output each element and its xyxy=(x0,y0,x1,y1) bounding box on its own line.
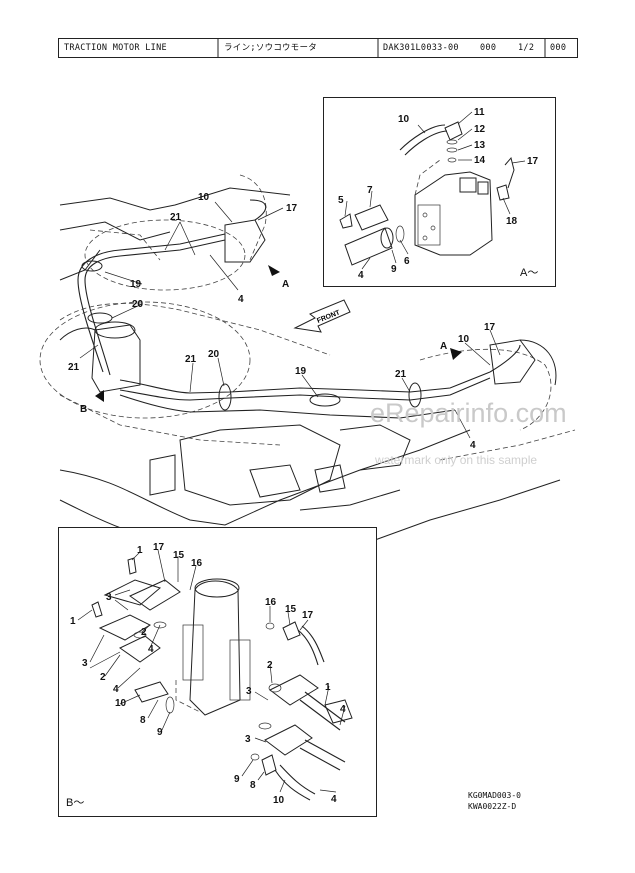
view-a-arrow-right-icon xyxy=(450,348,462,360)
inset-b-label: 3 xyxy=(245,734,251,745)
inset-b-label: 8 xyxy=(140,715,146,726)
revision: 000 xyxy=(480,43,497,53)
main-label: 21 xyxy=(185,354,197,365)
drawing-code: KG0MAD003-0 xyxy=(468,791,521,800)
view-b-label: B xyxy=(80,404,87,415)
main-label: 10 xyxy=(198,192,210,203)
inset-b-label: 1 xyxy=(137,545,143,556)
drawing-title-jp: ライン;ソウコウモータ xyxy=(224,43,318,53)
inset-b-label: 4 xyxy=(113,684,119,695)
view-a-label-right: A xyxy=(440,341,447,352)
suffix-code: 000 xyxy=(550,43,567,53)
inset-b-label: 3 xyxy=(106,592,112,603)
inset-b-label: 9 xyxy=(234,774,240,785)
inset-b-caption: B～ xyxy=(66,797,84,809)
inset-b-label: 2 xyxy=(267,660,273,671)
main-label: 17 xyxy=(286,203,298,214)
drawing-code: KWA0022Z-D xyxy=(468,802,516,811)
inset-b-label: 17 xyxy=(302,610,314,621)
main-label: 10 xyxy=(458,334,470,345)
watermark-site: eRepairinfo.com xyxy=(370,398,567,428)
inset-b-label: 3 xyxy=(82,658,88,669)
inset-a-label: 6 xyxy=(404,256,410,267)
inset-b-label: 4 xyxy=(148,644,154,655)
inset-a-label: 11 xyxy=(474,107,485,118)
inset-a-caption: A～ xyxy=(520,267,538,279)
view-a-arrow-icon xyxy=(268,265,280,276)
inset-b-label: 2 xyxy=(100,672,106,683)
inset-b-label: 17 xyxy=(153,542,165,553)
inset-b-label: 9 xyxy=(157,727,163,738)
inset-b-label: 10 xyxy=(273,795,285,806)
inset-a-label: 18 xyxy=(506,216,518,227)
main-label: 17 xyxy=(484,322,496,333)
main-label: 4 xyxy=(238,294,244,305)
inset-a-label: 14 xyxy=(474,155,486,166)
main-label: 20 xyxy=(208,349,220,360)
inset-b-label: 16 xyxy=(191,558,203,569)
inset-b-label: 1 xyxy=(325,682,331,693)
inset-b-label: 4 xyxy=(340,704,346,715)
inset-b-label: 15 xyxy=(173,550,185,561)
inset-a-label: 5 xyxy=(338,195,344,206)
main-label: 4 xyxy=(470,440,476,451)
title-block: TRACTION MOTOR LINE ライン;ソウコウモータ DAK301L0… xyxy=(58,38,578,58)
inset-b-label: 2 xyxy=(141,627,147,638)
inset-a-label: 17 xyxy=(527,156,539,167)
main-label: 21 xyxy=(395,369,407,380)
watermark-note: watermark only on this sample xyxy=(374,453,537,467)
inset-b-label: 8 xyxy=(250,780,256,791)
front-label: FRONT xyxy=(316,309,342,325)
inset-b: 1 17 15 16 3 2 4 10 8 9 16 15 17 2 3 4 3… xyxy=(58,527,377,817)
drawing-title: TRACTION MOTOR LINE xyxy=(64,43,167,53)
inset-b-label: 15 xyxy=(285,604,297,615)
inset-b-label: 16 xyxy=(265,597,277,608)
inset-a-label: 12 xyxy=(474,124,486,135)
main-label: 19 xyxy=(130,279,142,290)
view-b-arrow-icon xyxy=(95,390,104,402)
doc-code: DAK301L0033-00 xyxy=(383,43,459,53)
main-label: 19 xyxy=(295,366,307,377)
inset-a: 10 11 12 13 14 17 18 5 7 6 4 9 A～ xyxy=(323,97,556,287)
inset-a-label: 7 xyxy=(367,185,373,196)
inset-b-label: 4 xyxy=(331,794,337,805)
main-label: 20 xyxy=(132,299,144,310)
main-label: 21 xyxy=(170,212,182,223)
inset-b-label: 3 xyxy=(246,686,252,697)
inset-a-label: 13 xyxy=(474,140,486,151)
page-number: 1/2 xyxy=(518,43,535,53)
inset-a-label: 4 xyxy=(358,270,364,281)
inset-a-label: 9 xyxy=(391,264,397,275)
inset-a-label: 10 xyxy=(398,114,410,125)
inset-b-label: 10 xyxy=(115,698,127,709)
title-block-frame xyxy=(58,38,578,58)
main-label: 21 xyxy=(68,362,80,373)
inset-b-label: 1 xyxy=(70,616,76,627)
view-a-label-top: A xyxy=(282,279,289,290)
